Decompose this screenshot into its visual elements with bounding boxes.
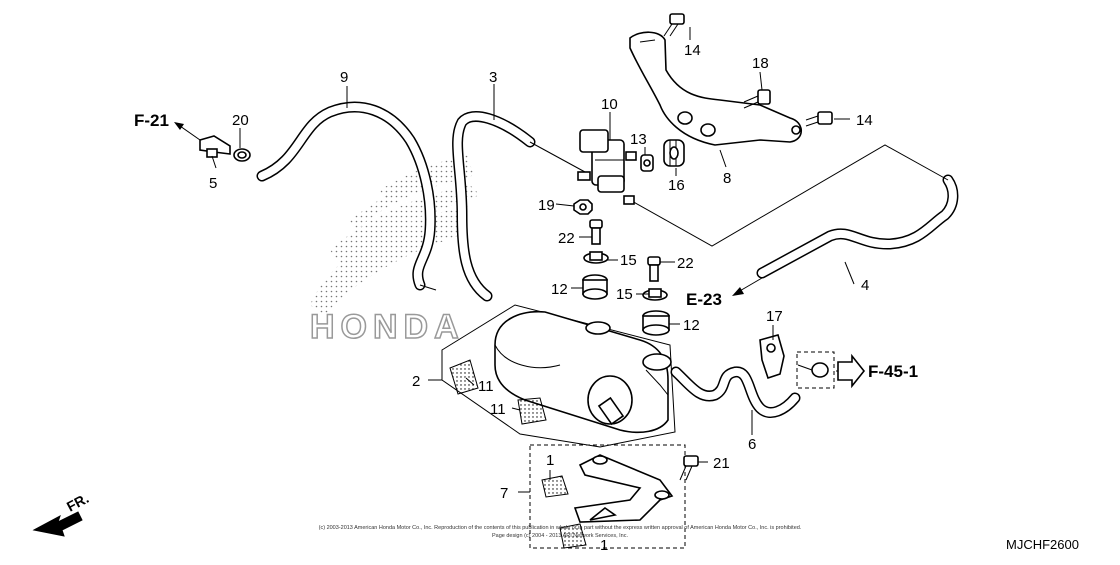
callout-6: 6 [748,436,756,453]
callout-2: 2 [412,373,420,390]
clip-20 [233,148,251,162]
hose-9 [256,101,437,291]
hose-4 [629,144,959,279]
tube-6 [670,366,801,418]
callout-14-right: 14 [856,112,873,129]
grommet-12-right [642,310,670,336]
bracket-7 [529,444,686,549]
callout-13: 13 [630,131,647,148]
diagram-code: MJCHF2600 [1006,537,1079,552]
callout-21: 21 [713,455,730,472]
fitting-5 [199,135,231,158]
bolt-14-right [805,111,833,127]
callout-5: 5 [209,175,217,192]
callout-12-left: 12 [551,281,568,298]
copyright-line-2: Page design (c) 2004 - 2013 ARI Network … [492,533,629,539]
bracket-8 [629,31,803,146]
clip-dashed-box [796,351,835,389]
grommet-16 [663,139,685,167]
bolt-14-top [663,13,685,37]
bolt-22-right [647,256,661,282]
nut-19 [573,199,593,215]
hose-3 [452,111,586,302]
bolt-21 [679,455,699,481]
bolt-22-left [589,219,603,245]
callout-8: 8 [723,170,731,187]
callout-11-lower: 11 [490,401,506,418]
leader-lines [211,27,855,493]
callout-16: 16 [668,177,685,194]
purge-valve-10 [577,129,637,205]
bolt-18 [743,89,771,109]
pad-11-upper [449,359,479,395]
callout-15-lower: 15 [616,286,633,303]
callout-20: 20 [232,112,249,129]
washer-15-right [642,288,668,301]
front-label: FR. [64,490,91,515]
callout-12-right: 12 [683,317,700,334]
callout-3: 3 [489,69,497,86]
front-arrow [32,511,83,537]
grommet-12-left [582,274,608,300]
f21-arrow [174,122,201,141]
callout-15-upper: 15 [620,252,637,269]
callout-11-upper: 11 [478,378,494,395]
callout-18: 18 [752,55,769,72]
callout-19: 19 [538,197,555,214]
callout-10: 10 [601,96,618,113]
callout-4: 4 [861,277,869,294]
honda-watermark-text: HONDA [310,308,465,346]
ref-f21-label: F-21 [134,111,169,130]
callout-7: 7 [500,485,508,502]
callout-1-lower: 1 [600,537,608,554]
callout-9: 9 [340,69,348,86]
honda-wing-watermark: HONDA [309,155,480,347]
collar-13 [640,154,654,172]
washer-15-left [583,251,609,264]
clamp-17 [759,334,785,380]
callout-17: 17 [766,308,783,325]
callout-1-upper: 1 [546,452,554,469]
copyright-line-1: (c) 2003-2013 American Honda Motor Co., … [319,525,802,531]
callout-22-right: 22 [677,255,694,272]
callout-22-left: 22 [558,230,575,247]
ref-f451-label: F-45-1 [868,362,918,381]
pad-11-lower [517,397,547,425]
canister-2 [441,304,676,448]
grommet-clip [797,362,829,378]
e23-arrow [732,277,763,296]
callout-14-top: 14 [684,42,701,59]
f451-arrow [837,353,866,389]
ref-e23-label: E-23 [686,290,722,309]
